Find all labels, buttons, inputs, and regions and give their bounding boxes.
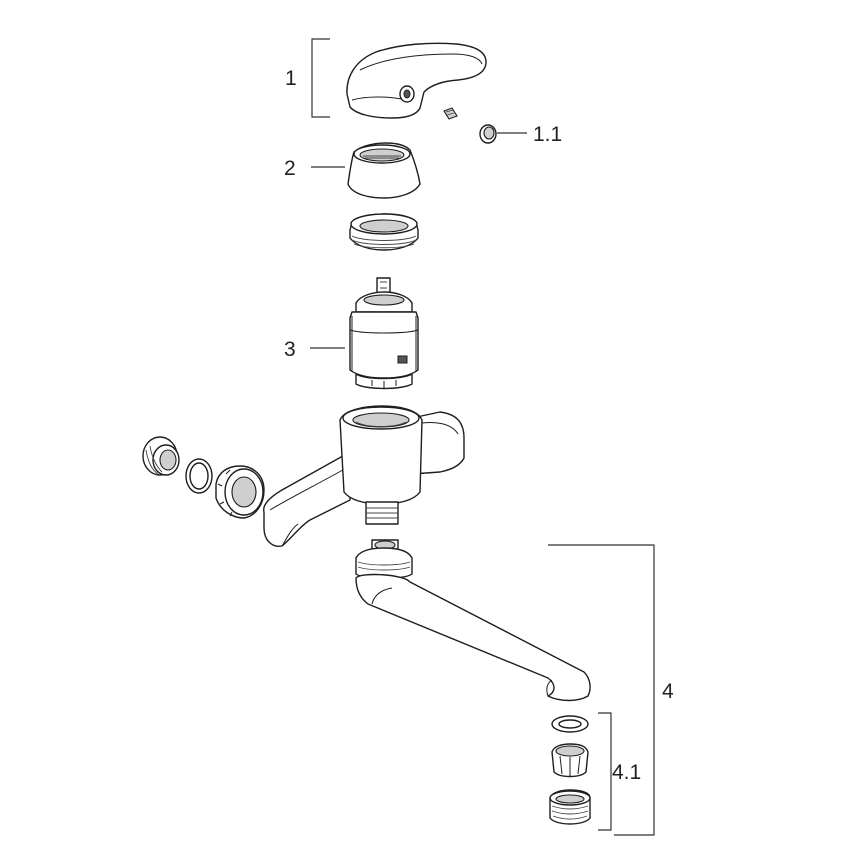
label-cap: 1.1 — [533, 123, 562, 146]
aerator-housing-part — [549, 789, 591, 825]
set-screw-part — [443, 107, 458, 120]
leader-bracket-aerator — [598, 712, 612, 831]
label-cover: 2 — [284, 157, 296, 180]
label-spout: 4 — [662, 680, 674, 703]
mixer-body-part — [263, 405, 465, 547]
cover-dome-part — [347, 142, 421, 199]
label-group-cover: 2 — [284, 157, 345, 180]
label-group-spout: 4 — [548, 544, 674, 836]
label-group-aerator: 4.1 — [598, 712, 641, 831]
cap-part — [479, 124, 497, 144]
union-nut-part — [215, 465, 265, 519]
aerator-insert-part — [551, 743, 589, 778]
lever-handle-part — [346, 42, 487, 119]
spout-part — [355, 539, 591, 702]
threaded-nut-part — [349, 213, 419, 251]
leader-bracket-spout — [548, 544, 655, 836]
label-cartridge: 3 — [284, 338, 296, 361]
label-group-cartridge: 3 — [284, 338, 345, 361]
aerator-washer-part — [551, 715, 589, 733]
label-group-handle: 1 — [285, 38, 330, 118]
washer-part — [185, 458, 213, 494]
label-handle: 1 — [285, 67, 297, 90]
leader-bracket-handle — [311, 38, 330, 118]
label-aerator: 4.1 — [612, 761, 641, 784]
label-group-cap: 1.1 — [497, 123, 562, 146]
cartridge-part — [349, 277, 419, 390]
eccentric-connector-part — [142, 436, 180, 476]
